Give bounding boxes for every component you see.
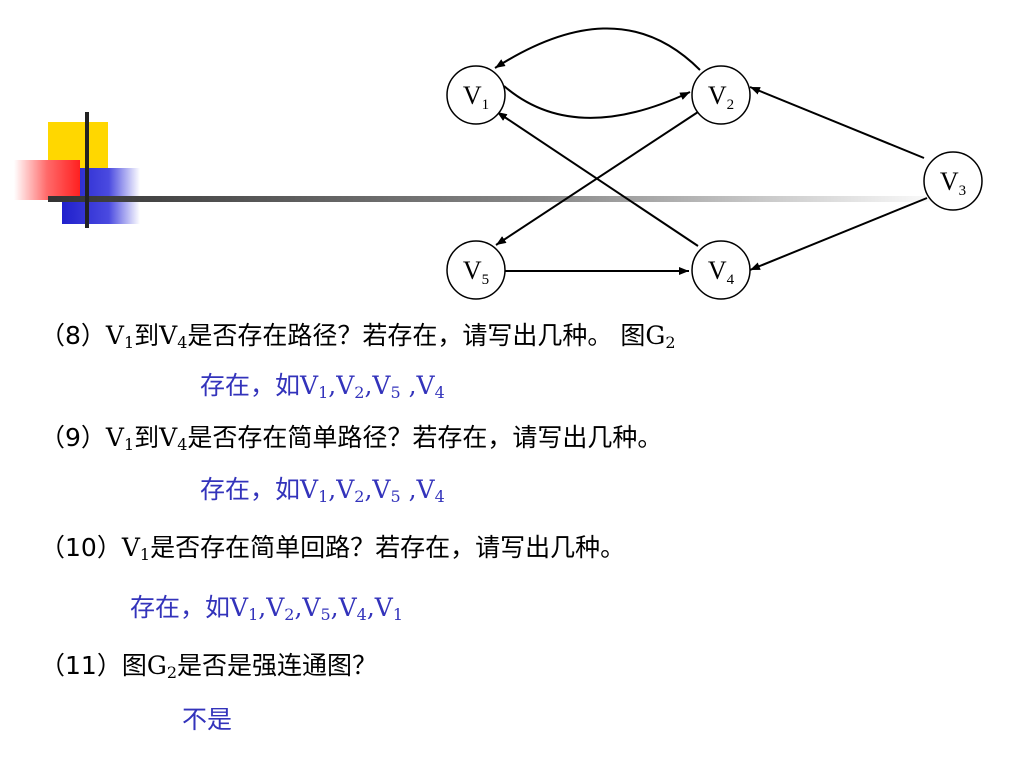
edge-v1-v2 — [503, 85, 691, 119]
question-8: （8）V1到V4是否存在路径？若存在，请写出几种。 图G2 — [40, 320, 676, 352]
node-v2: V2 — [691, 65, 751, 125]
text-segment: ）V — [96, 533, 140, 562]
text-segment: 是否是强连通图？ — [177, 651, 378, 680]
text-segment: ,V — [400, 475, 435, 504]
svg-text:V1: V1 — [463, 81, 489, 113]
subscript: 4 — [177, 333, 188, 352]
text-segment: （ — [40, 423, 66, 452]
question-11: （11）图G2是否是强连通图？ — [40, 650, 377, 682]
subscript: 4 — [177, 435, 188, 454]
text-segment: ,V — [258, 593, 285, 622]
deco-horizontal-rule — [48, 196, 948, 202]
text-segment: 不是 — [182, 705, 233, 734]
text-segment: ,V — [294, 593, 321, 622]
text-segment: 是否存在路径？若存在，请写出几种。 图G — [187, 321, 666, 350]
svg-text:V4: V4 — [708, 256, 735, 288]
text-segment: 是否存在简单路径？若存在，请写出几种。 — [187, 423, 663, 452]
subscript: 4 — [434, 383, 445, 402]
edge-v3-v4 — [749, 197, 928, 271]
text-segment: （ — [40, 533, 66, 562]
subscript: 1 — [123, 435, 135, 454]
question-10: （10）V1是否存在简单回路？若存在，请写出几种。 — [40, 532, 625, 564]
text-segment: 是否存在简单回路？若存在，请写出几种。 — [150, 533, 626, 562]
subscript: 1 — [123, 333, 135, 352]
node-v5: V5 — [446, 240, 506, 300]
answer-9: 存在，如V1,V2,V5 ,V4 — [200, 474, 445, 506]
subscript: 1 — [392, 605, 404, 624]
subscript: 2 — [166, 663, 177, 682]
text-segment: 到V — [134, 423, 178, 452]
subscript: 2 — [284, 605, 295, 624]
subscript: 2 — [665, 333, 676, 352]
answer-10: 存在，如V1,V2,V5,V4,V1 — [130, 592, 403, 624]
text-segment: 9 — [65, 423, 81, 452]
subscript: 1 — [318, 383, 329, 402]
text-segment: ,V — [328, 371, 355, 400]
answer-11: 不是 — [182, 704, 232, 736]
edge-v4-v1 — [496, 111, 699, 247]
svg-text:V3: V3 — [940, 167, 966, 199]
text-segment: 到V — [134, 321, 178, 350]
text-segment: ,V — [364, 475, 391, 504]
answer-8: 存在，如V1,V2,V5 ,V4 — [200, 370, 445, 402]
text-segment: ）V — [80, 321, 124, 350]
subscript: 5 — [390, 383, 401, 402]
text-segment: 8 — [65, 321, 81, 350]
edge-v3-v2 — [749, 86, 925, 159]
subscript: 2 — [354, 383, 365, 402]
text-segment: ）V — [80, 423, 124, 452]
deco-vertical-rule — [85, 112, 89, 228]
text-segment: ）图G — [96, 651, 167, 680]
text-segment: 存在，如V — [200, 475, 319, 504]
subscript: 1 — [318, 487, 329, 506]
node-v4: V4 — [691, 240, 751, 300]
node-v1: V1 — [446, 65, 506, 125]
subscript: 5 — [390, 487, 401, 506]
text-segment: 11 — [65, 651, 97, 680]
svg-text:V5: V5 — [463, 256, 489, 288]
text-segment: 存在，如V — [200, 371, 319, 400]
subscript: 4 — [434, 487, 445, 506]
text-segment: ,V — [330, 593, 357, 622]
text-segment: ,V — [366, 593, 393, 622]
text-segment: （ — [40, 321, 66, 350]
subscript: 1 — [139, 545, 151, 564]
text-segment: ,V — [328, 475, 355, 504]
text-segment: ,V — [364, 371, 391, 400]
text-segment: 存在，如V — [130, 593, 249, 622]
svg-text:V2: V2 — [708, 81, 734, 113]
text-segment: 10 — [65, 533, 97, 562]
edge-v2-v1 — [494, 27, 701, 71]
deco-red-square — [14, 160, 80, 200]
subscript: 4 — [356, 605, 367, 624]
node-v3: V3 — [923, 151, 983, 211]
text-segment: （ — [40, 651, 66, 680]
text-segment: ,V — [400, 371, 435, 400]
subscript: 5 — [320, 605, 331, 624]
subscript: 1 — [248, 605, 259, 624]
subscript: 2 — [354, 487, 365, 506]
question-9: （9）V1到V4是否存在简单路径？若存在，请写出几种。 — [40, 422, 662, 454]
